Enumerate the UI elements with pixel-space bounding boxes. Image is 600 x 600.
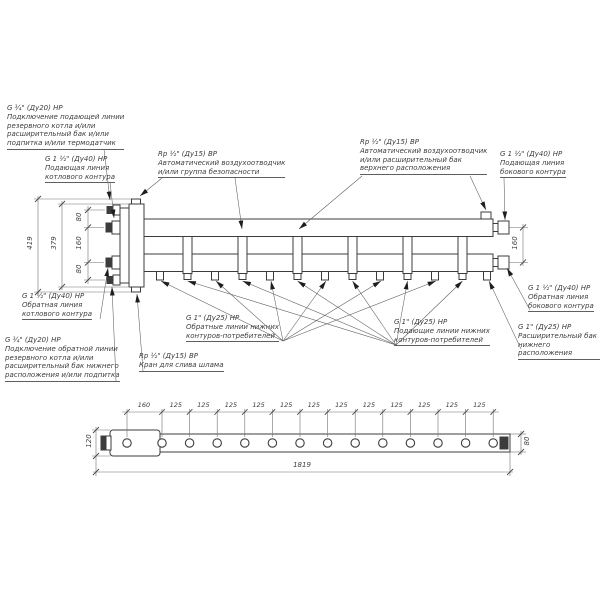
dim-pitch: 125	[252, 401, 265, 409]
thread-size: G ¾" (Ду20) НР	[5, 336, 61, 344]
thread-size: G 1" (Ду25) НР	[518, 323, 572, 331]
label-return-boiler-circuit: G 1 ½" (Ду40) НР Обратная линия котловог…	[22, 292, 92, 321]
dimension-lines	[34, 196, 528, 476]
dim-pitch: 125	[417, 401, 431, 409]
label-return-side-circuit: G 1 ½" (Ду40) НР Обратная линия бокового…	[528, 284, 594, 313]
label-expansion-tank-bottom: G 1" (Ду25) НР Расширительный бак нижнег…	[518, 323, 600, 360]
thread-size: Rp ½" (Ду15) ВР	[158, 150, 217, 158]
bottom-view-body	[100, 429, 511, 457]
label-return-lower-circuits: G 1" (Ду25) НР Обратные линии нижних кон…	[186, 314, 279, 343]
label-supply-side-circuit: G 1 ½" (Ду40) НР Подающая линия бокового…	[500, 150, 566, 179]
side-return-cap	[497, 255, 510, 270]
outlet-circles	[122, 438, 498, 448]
dim-first-pitch: 160	[137, 401, 151, 409]
supply-pipe	[143, 218, 494, 237]
label-supply-boiler-circuit: G 1 ½" (Ду40) НР Подающая линия котловог…	[45, 155, 115, 184]
bottom-view-left-port-fill	[100, 435, 107, 451]
label-text: Обратные линии нижних контуров-потребите…	[186, 322, 279, 340]
flange-top-socket	[131, 198, 141, 205]
air-vent-socket	[480, 211, 492, 220]
thread-size: Rp ½" (Ду15) ВР	[139, 352, 198, 360]
dim-pitch: 125	[390, 401, 403, 409]
dim-pitch: 125	[473, 401, 486, 409]
dim-pitch: 125	[335, 401, 348, 409]
port-du20-top-nut	[106, 206, 114, 214]
thread-size: G 1 ½" (Ду40) НР	[22, 292, 85, 300]
label-text: Подающая линия бокового контура	[500, 158, 566, 176]
side-return-neck	[492, 258, 499, 267]
dim-pitch: 125	[445, 401, 458, 409]
bottom-view-flange	[109, 429, 161, 457]
flange-drain-socket	[131, 286, 141, 293]
label-text: Кран для слива шлама	[139, 360, 224, 369]
return-pipe	[143, 253, 494, 272]
thread-size: G 1" (Ду25) НР	[394, 318, 448, 326]
thread-size: G 1 ½" (Ду40) НР	[528, 284, 591, 292]
label-text: Подающая линия котлового контура	[45, 163, 115, 181]
thread-size: G 1 ½" (Ду40) НР	[500, 150, 563, 158]
dim-overall-height: 419	[26, 236, 34, 250]
return-stubs	[156, 271, 491, 281]
side-supply-cap	[497, 220, 510, 235]
dim-right-port-spacing: 160	[511, 236, 519, 250]
port-du20-bottom	[112, 274, 121, 286]
flange-thin-plate	[119, 207, 130, 284]
label-air-vent-safety-group: Rp ½" (Ду15) ВР Автоматический воздухоот…	[158, 150, 286, 179]
dimension-ticks	[34, 195, 527, 476]
dim-overall-length: 1819	[293, 461, 311, 469]
label-text: Автоматический воздухоотводчик и/или гру…	[158, 158, 286, 176]
dim-body-width: 80	[523, 436, 531, 446]
thread-size: G 1" (Ду25) НР	[186, 314, 240, 322]
label-text: Обратная линия бокового контура	[528, 292, 594, 310]
flange-plate	[128, 203, 145, 288]
dim-port-gap-bottom: 80	[75, 264, 83, 274]
dim-pitch: 125	[197, 401, 210, 409]
dim-pitch: 125	[307, 401, 320, 409]
bottom-view-end-port	[499, 436, 509, 450]
supply-downpipes	[182, 236, 468, 280]
label-drain-valve: Rp ½" (Ду15) ВР Кран для слива шлама	[139, 352, 224, 372]
label-air-vent-top-tank: Rp ½" (Ду15) ВР Автоматический воздухоот…	[360, 138, 488, 175]
thread-size: Rp ½" (Ду15) ВР	[360, 138, 419, 146]
label-text: Обратная линия котлового контура	[22, 300, 92, 318]
label-supply-lower-circuits: G 1" (Ду25) НР Подающие линии нижних кон…	[394, 318, 490, 347]
thread-size: G ¾" (Ду20) НР	[7, 104, 63, 112]
port-du40-supply-nut	[105, 222, 113, 233]
label-text: Подающие линии нижних контуров-потребите…	[394, 326, 490, 344]
label-text: Автоматический воздухоотводчик и/или рас…	[360, 146, 488, 173]
port-du40-supply	[111, 220, 121, 235]
leader-lines	[99, 148, 531, 382]
dim-pitch: 125	[362, 401, 376, 409]
label-text: Подключение подающей линии резервного ко…	[7, 112, 125, 147]
dim-flange-width: 120	[85, 434, 93, 448]
dim-pitch: 125	[169, 401, 182, 409]
label-text: Расширительный бак нижнего расположения	[518, 331, 598, 358]
label-text: Подключение обратной линии резервного ко…	[5, 344, 120, 379]
side-supply-neck	[492, 223, 499, 232]
port-du40-return-nut	[105, 257, 113, 268]
thread-size: G 1 ½" (Ду40) НР	[45, 155, 108, 163]
label-return-reserve-boiler: G ¾" (Ду20) НР Подключение обратной лини…	[5, 336, 120, 382]
port-du40-return	[111, 255, 121, 270]
port-du20-top	[112, 204, 121, 216]
dim-pitch: 125	[279, 401, 293, 409]
dim-pitch: 125	[224, 401, 238, 409]
front-view-body	[105, 198, 510, 293]
port-du20-bottom-nut	[106, 276, 114, 284]
dim-flange-height: 379	[50, 236, 58, 250]
label-supply-reserve-boiler: G ¾" (Ду20) НР Подключение подающей лини…	[7, 104, 125, 150]
